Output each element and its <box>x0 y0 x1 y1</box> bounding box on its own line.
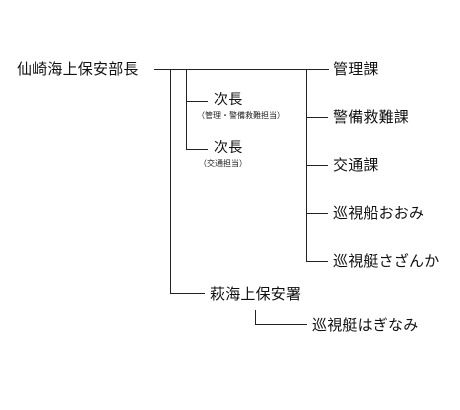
branch-unit-connector <box>255 324 307 325</box>
deputy-1-note: （管理・警備救難担当） <box>197 111 285 120</box>
deputy-2-note: （交通担当） <box>199 159 247 168</box>
deputy-1-title: 次長 <box>214 92 243 108</box>
division-connector-1 <box>306 117 328 118</box>
division-node-2: 警備救難課 <box>333 108 410 126</box>
root-node: 仙崎海上保安部長 <box>17 60 139 78</box>
division-connector-2 <box>306 165 328 166</box>
deputy-1-connector <box>186 101 208 102</box>
division-node-1: 管理課 <box>333 60 379 78</box>
branch-office-node: 萩海上保安署 <box>210 285 302 303</box>
branch-office-trunk <box>170 69 171 294</box>
deputy-branch-trunk <box>186 69 187 150</box>
branch-office-connector <box>170 293 205 294</box>
division-connector-3 <box>306 213 328 214</box>
division-node-4: 巡視船おおみ <box>333 204 425 222</box>
root-to-divisions-connector <box>154 69 329 70</box>
division-node-3: 交通課 <box>333 156 379 174</box>
branch-unit-node: 巡視艇はぎなみ <box>312 316 419 334</box>
branch-unit-drop <box>255 310 256 325</box>
division-connector-4 <box>306 261 328 262</box>
division-node-5: 巡視艇さざんか <box>333 252 440 270</box>
deputy-2-connector <box>186 149 208 150</box>
deputy-2-title: 次長 <box>214 140 243 156</box>
